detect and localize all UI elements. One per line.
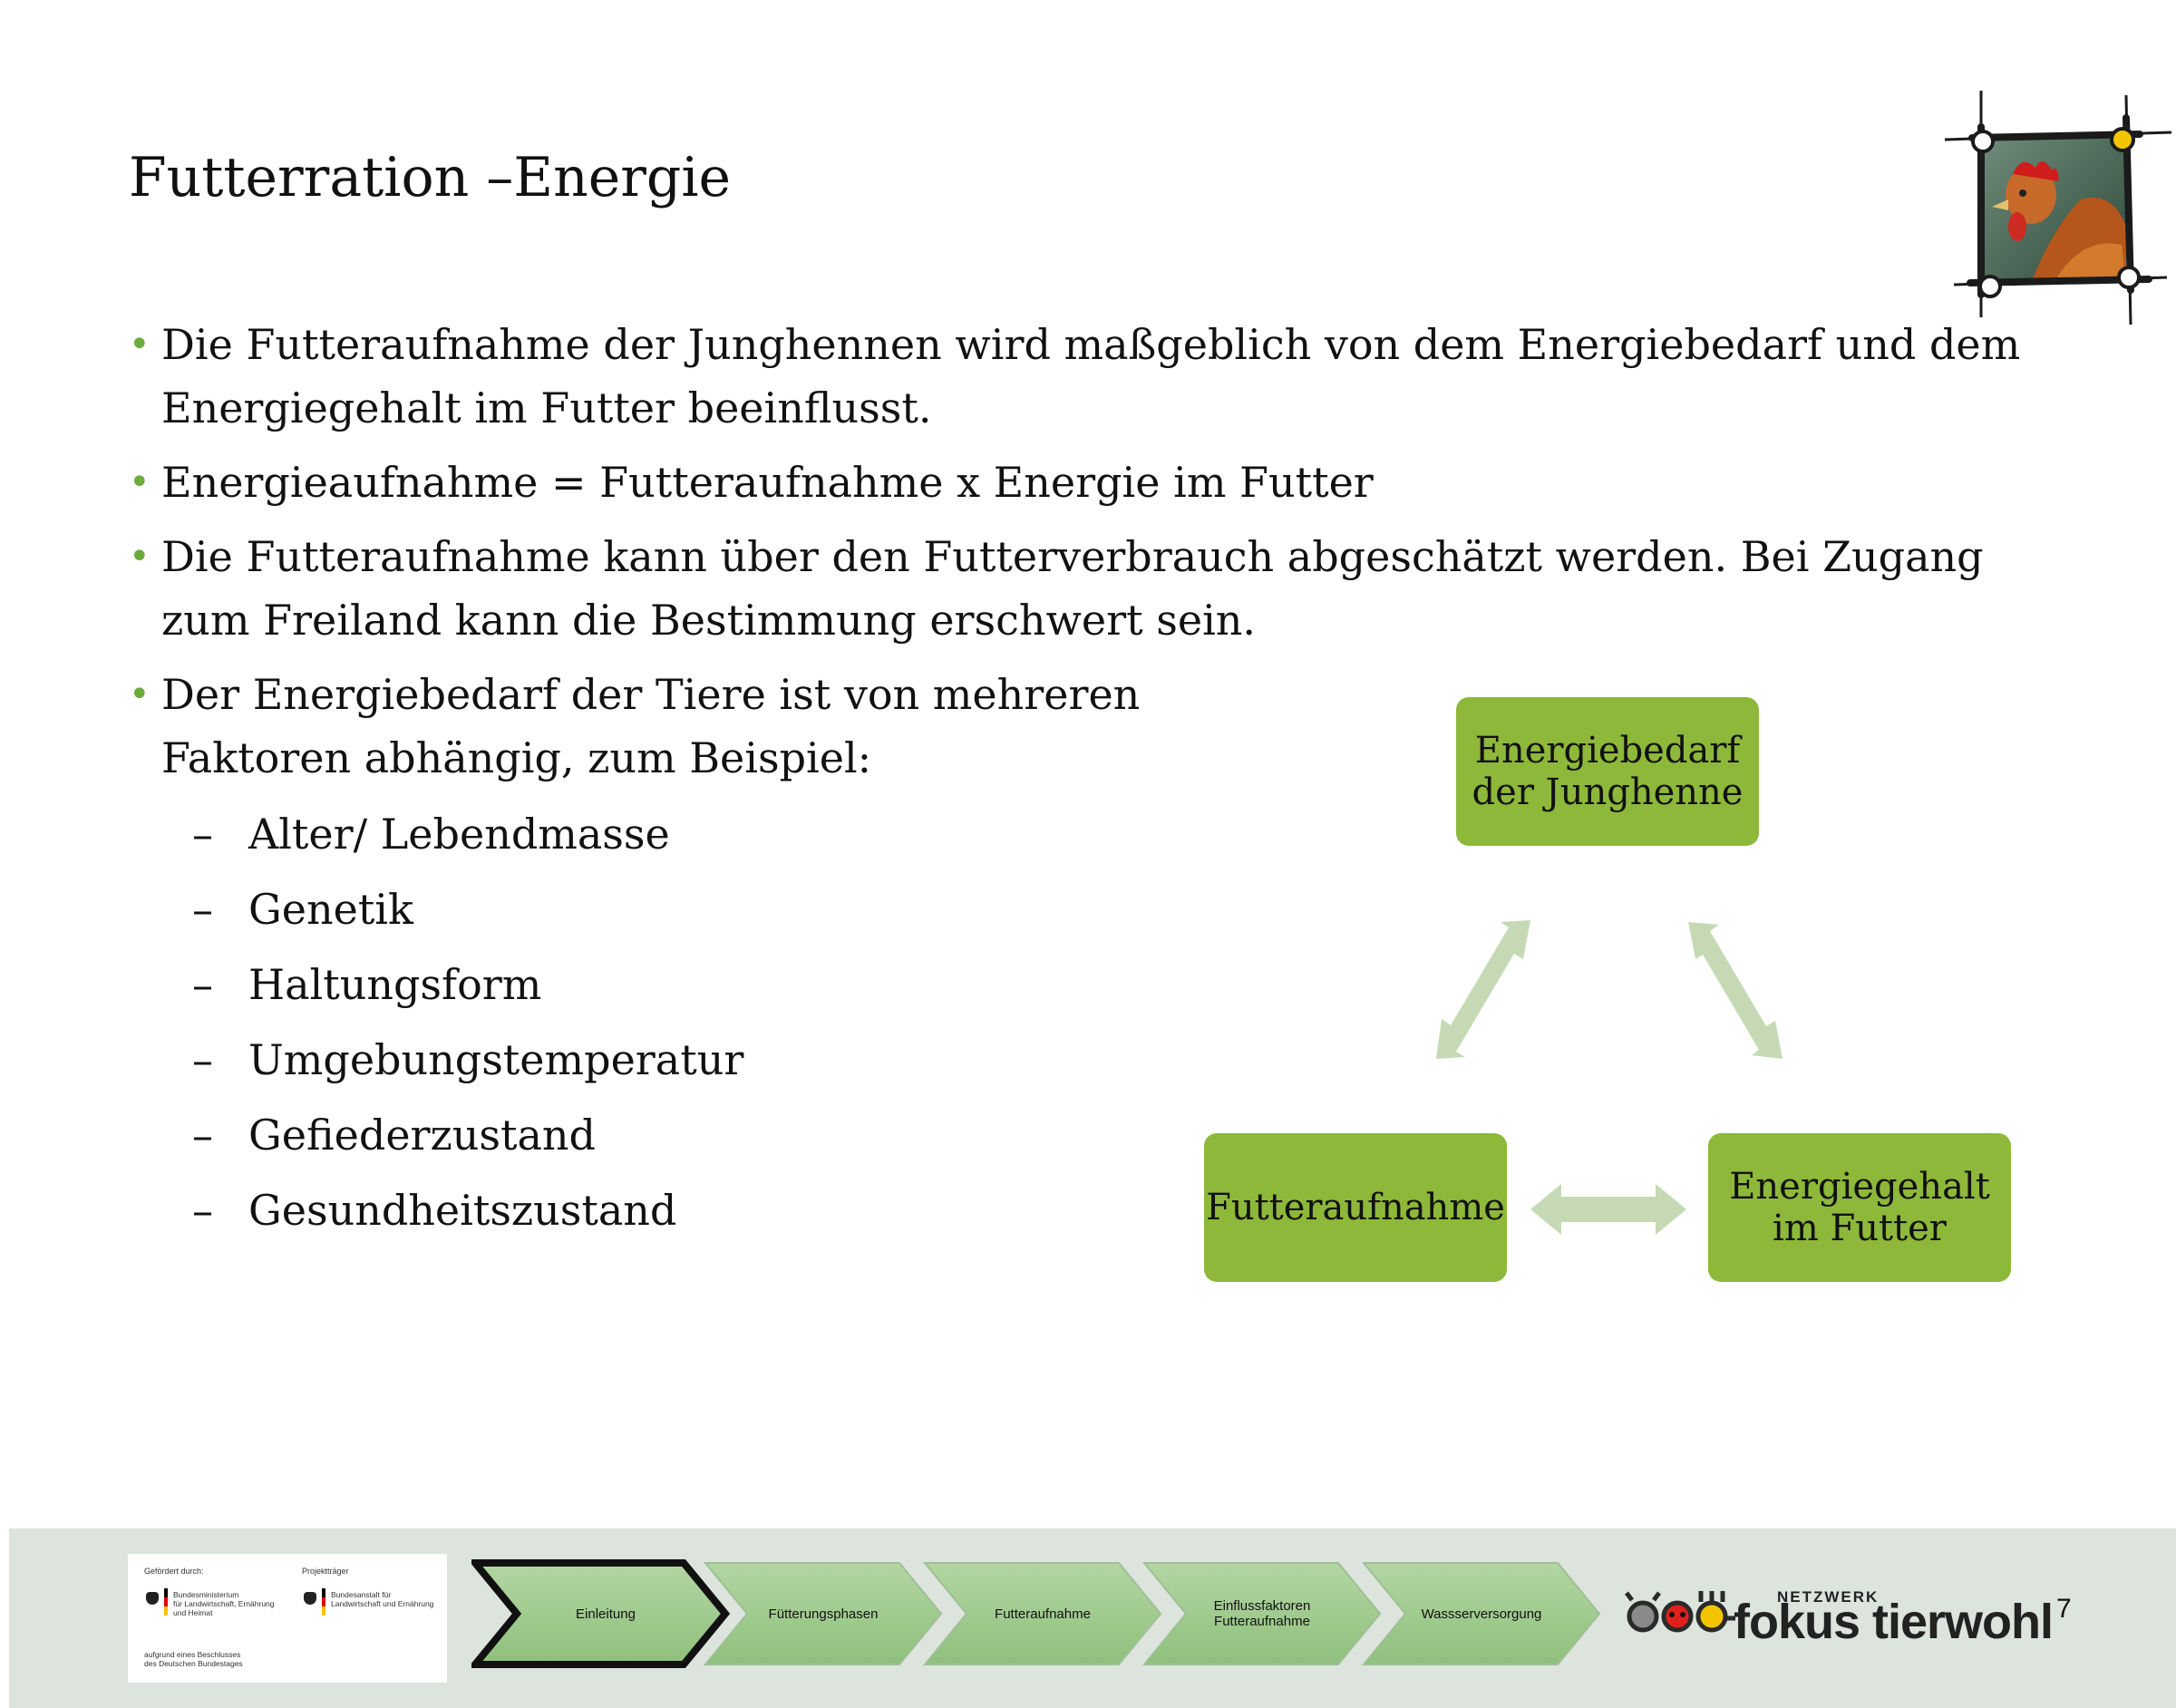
nav-einleitung[interactable]: Einleitung <box>576 1606 636 1622</box>
nav-chevron-futteraufnahme <box>922 1562 1162 1665</box>
slide-title: Futterration –Energie <box>129 146 732 209</box>
subbullet-item: –Haltungsform <box>192 960 542 1009</box>
eagle-icon <box>304 1592 316 1605</box>
bullet-list: • Die Futteraufnahme der Junghennen wird… <box>129 313 2051 1254</box>
logo-netzwerk-text: NETZWERK <box>1777 1588 1880 1606</box>
flag-icon <box>164 1588 168 1616</box>
bullet-text: Energieaufnahme = Futteraufnahme x Energ… <box>161 458 1374 507</box>
nav-futteraufnahme[interactable]: Futteraufnahme <box>995 1606 1091 1622</box>
agency-label: Projektträger <box>302 1567 349 1576</box>
subbullet-item: –Genetik <box>192 885 413 934</box>
double-arrow-bottom <box>1530 1184 1686 1235</box>
nav-einflussfaktoren[interactable]: Einflussfaktoren Futteraufnahme <box>1213 1598 1311 1629</box>
nav-wasserversorgung[interactable]: Wassserversorgung <box>1421 1606 1542 1622</box>
resolution-text: aufgrund eines Beschlusses des Deutschen… <box>144 1650 243 1668</box>
node-futteraufnahme: Futteraufnahme <box>1204 1133 1507 1282</box>
bullet-item: • Die Futteraufnahme der Junghennen wird… <box>129 313 2051 440</box>
bullet-marker: • <box>129 674 151 715</box>
bullet-marker: • <box>129 536 151 577</box>
bullet-item: • Die Futteraufnahme kann über den Futte… <box>129 525 2051 652</box>
nav-chevron-fuetterungsphasen <box>703 1562 943 1665</box>
nav-chevron-einleitung <box>471 1559 731 1668</box>
bullet-text: Die Futteraufnahme der Junghennen wird m… <box>161 320 2021 432</box>
fokus-tierwohl-logo <box>1625 1591 1735 1633</box>
sponsor-logo: Gefördert durch: Bundesministerium für L… <box>128 1554 447 1683</box>
double-arrow-left <box>1436 920 1530 1059</box>
bullet-marker: • <box>129 461 151 503</box>
subbullet-item: –Umgebungstemperatur <box>192 1035 744 1084</box>
bullet-item: • Energieaufnahme = Futteraufnahme x Ene… <box>129 451 2051 514</box>
agency-text: Bundesanstalt für Landwirtschaft und Ern… <box>331 1590 434 1608</box>
eagle-icon <box>146 1592 159 1605</box>
logo-main-text: fokus tierwohl <box>1734 1595 2054 1649</box>
node-energiegehalt: Energiegehalt im Futter <box>1708 1133 2011 1282</box>
nav-chevrons <box>471 1559 1601 1668</box>
page-number: 7 <box>2056 1594 2072 1624</box>
subbullet-item: –Gefiederzustand <box>192 1111 596 1160</box>
funded-label: Gefördert durch: <box>144 1567 204 1576</box>
nav-chevron-einflussfaktoren <box>1141 1562 1382 1665</box>
subbullet-item: –Alter/ Lebendmasse <box>192 810 670 859</box>
hen-photo <box>1945 91 2171 325</box>
nav-chevron-wasserversorgung <box>1361 1562 1601 1665</box>
subbullet-item: –Gesundheitszustand <box>192 1186 677 1235</box>
bullet-text: Die Futteraufnahme kann über den Futterv… <box>161 532 1984 645</box>
bullet-text: Der Energiebedarf der Tiere ist von mehr… <box>161 670 1141 782</box>
ministry-text: Bundesministerium für Landwirtschaft, Er… <box>173 1590 275 1617</box>
nav-fuetterungsphasen[interactable]: Fütterungsphasen <box>768 1606 879 1622</box>
bullet-item: • Der Energiebedarf der Tiere ist von me… <box>129 663 1249 1242</box>
double-arrow-right <box>1688 922 1783 1059</box>
flag-icon <box>322 1588 325 1616</box>
node-energiebedarf: Energiebedarf der Junghenne <box>1456 697 1759 846</box>
subbullet-list: –Alter/ Lebendmasse –Genetik –Haltungsfo… <box>161 802 1249 1242</box>
bullet-marker: • <box>129 324 151 365</box>
